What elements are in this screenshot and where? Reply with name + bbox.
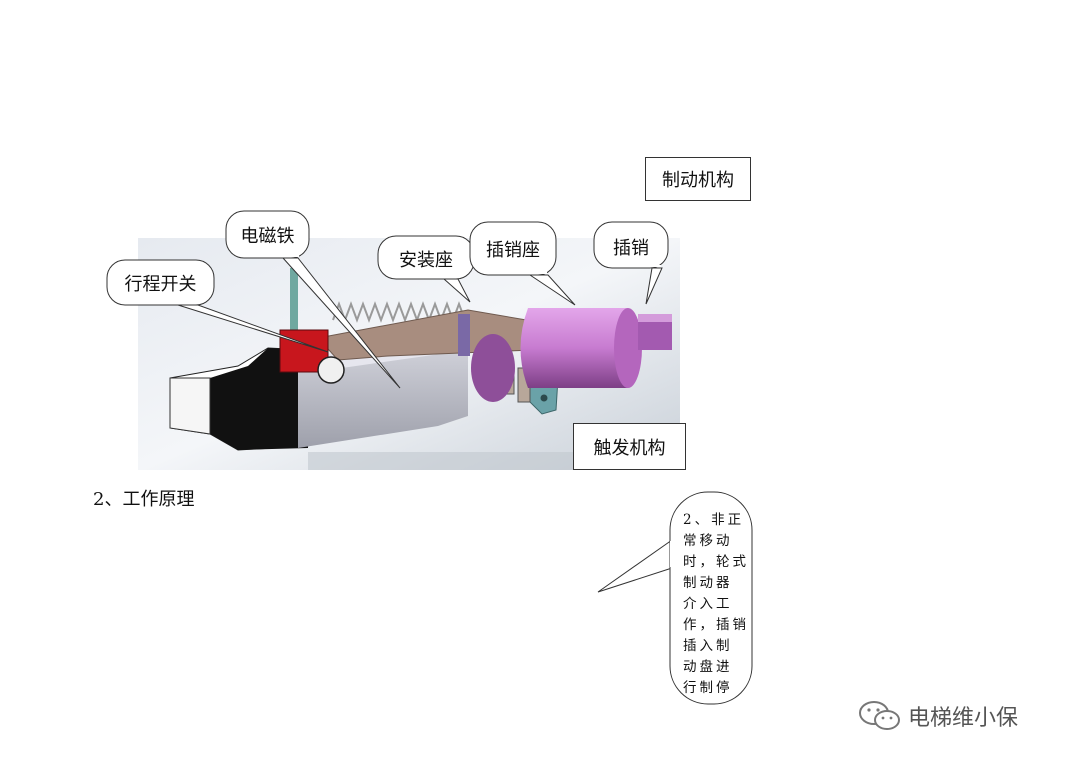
note-line: 作，插销	[683, 617, 749, 633]
note-line: 2、非正	[683, 512, 745, 528]
note-line: 时，轮式	[683, 554, 749, 570]
electromagnet-bubble	[225, 210, 310, 259]
travel-switch-label: 行程开关	[124, 274, 197, 295]
trigger-mechanism-label: 触发机构	[573, 423, 686, 470]
note-line: 行制停	[683, 680, 733, 696]
note-bubble	[669, 491, 753, 705]
note-line: 制动器	[683, 575, 733, 591]
note-line: 介入工	[683, 596, 733, 612]
note-line: 动盘进	[683, 659, 733, 675]
section-title: 2、工作原理	[93, 489, 195, 510]
note-line: 常移动	[683, 533, 733, 549]
mount-seat-label: 安装座	[399, 250, 453, 271]
pin-seat-label: 插销座	[486, 240, 540, 261]
electromagnet-label: 电磁铁	[240, 226, 295, 247]
watermark-text: 电梯维小保	[908, 706, 1019, 731]
brake-mechanism-label: 制动机构	[645, 157, 751, 201]
travel-switch-bubble	[106, 259, 215, 306]
pin-label: 插销	[613, 238, 649, 259]
pin-bubble	[593, 221, 669, 269]
wechat-icon	[859, 701, 900, 730]
note-line: 插入制	[683, 638, 733, 654]
watermark: 电梯维小保	[858, 698, 1018, 734]
pin-seat-bubble	[469, 221, 557, 276]
